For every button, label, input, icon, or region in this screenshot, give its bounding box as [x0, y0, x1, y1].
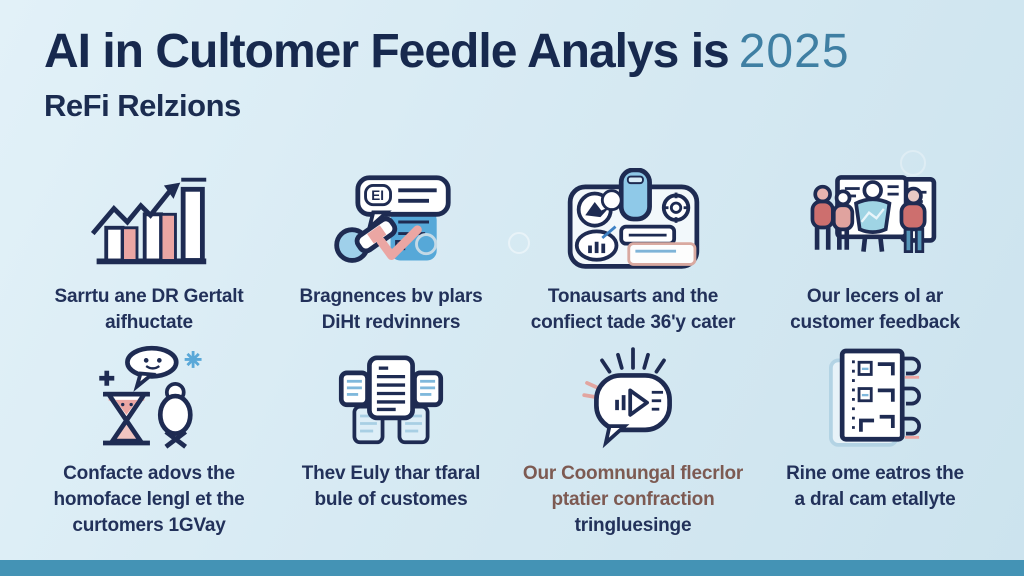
caption-line: Our Coomnungal flecrlor: [522, 463, 744, 484]
feature-grid: Sarrtu ane DR Gertalt aifhuctate EI: [28, 168, 996, 536]
hourglass-face-icon: [88, 345, 210, 449]
caption-line: customer feedback: [790, 312, 960, 333]
caption-line: Sarrtu ane DR Gertalt: [54, 286, 244, 307]
feature-cell-1: Sarrtu ane DR Gertalt aifhuctate: [28, 168, 270, 345]
page-subtitle: ReFi Relzions: [44, 88, 241, 123]
feature-cell-2: EI Bragnences bv plars DiHt redvinners: [270, 168, 512, 345]
caption-line: Thev Euly thar tfaral: [301, 463, 481, 484]
feature-cell-4: Our lecers ol ar customer feedback: [754, 168, 996, 345]
caption-line: homoface lengl et the: [53, 489, 245, 510]
title-text: AI in Cultomer Feedle Analys is: [44, 25, 730, 78]
checklist-document-icon: [814, 345, 936, 449]
svg-text:EI: EI: [371, 188, 384, 203]
feature-cell-8: Rine ome eatros the a dral cam etallyte: [754, 345, 996, 522]
caption-line: tringluesinge: [574, 515, 692, 536]
caption-line: a dral cam etallyte: [794, 489, 956, 510]
feature-cell-5: Confacte adovs the homoface lengl et the…: [28, 345, 270, 536]
footer-accent-bar: [0, 560, 1024, 576]
team-meeting-icon: [803, 168, 948, 272]
feature-cell-7: Our Coomnungal flecrlor ptatier confract…: [512, 345, 754, 536]
caption-line: curtomers 1GVay: [72, 515, 226, 536]
growth-bar-chart-icon: [87, 168, 212, 272]
documents-stack-icon: [330, 345, 452, 449]
caption-line: Confacte adovs the: [63, 463, 235, 484]
feature-cell-6: Thev Euly thar tfaral bule of customes: [270, 345, 512, 522]
caption-line: Rine ome eatros the: [786, 463, 964, 484]
caption-line: ptatier confraction: [551, 489, 715, 510]
title-year: 2025: [738, 25, 850, 78]
caption-line: aifhuctate: [105, 312, 193, 333]
caption-line: Our lecers ol ar: [806, 286, 944, 307]
feedback-review-icon: EI: [329, 168, 454, 272]
feature-cell-3: Tonausarts and the confiect tade 36'y ca…: [512, 168, 754, 345]
background-decor-circle: [900, 150, 926, 176]
caption-line: Bragnences bv plars: [299, 286, 483, 307]
analytics-dashboard-icon: [561, 168, 706, 272]
caption-line: DiHt redvinners: [321, 312, 461, 333]
announcement-bubble-icon: [572, 345, 694, 449]
caption-line: bule of customes: [314, 489, 468, 510]
caption-line: confiect tade 36'y cater: [530, 312, 736, 333]
caption-line: Tonausarts and the: [547, 286, 719, 307]
background-decor-circle: [508, 232, 530, 254]
